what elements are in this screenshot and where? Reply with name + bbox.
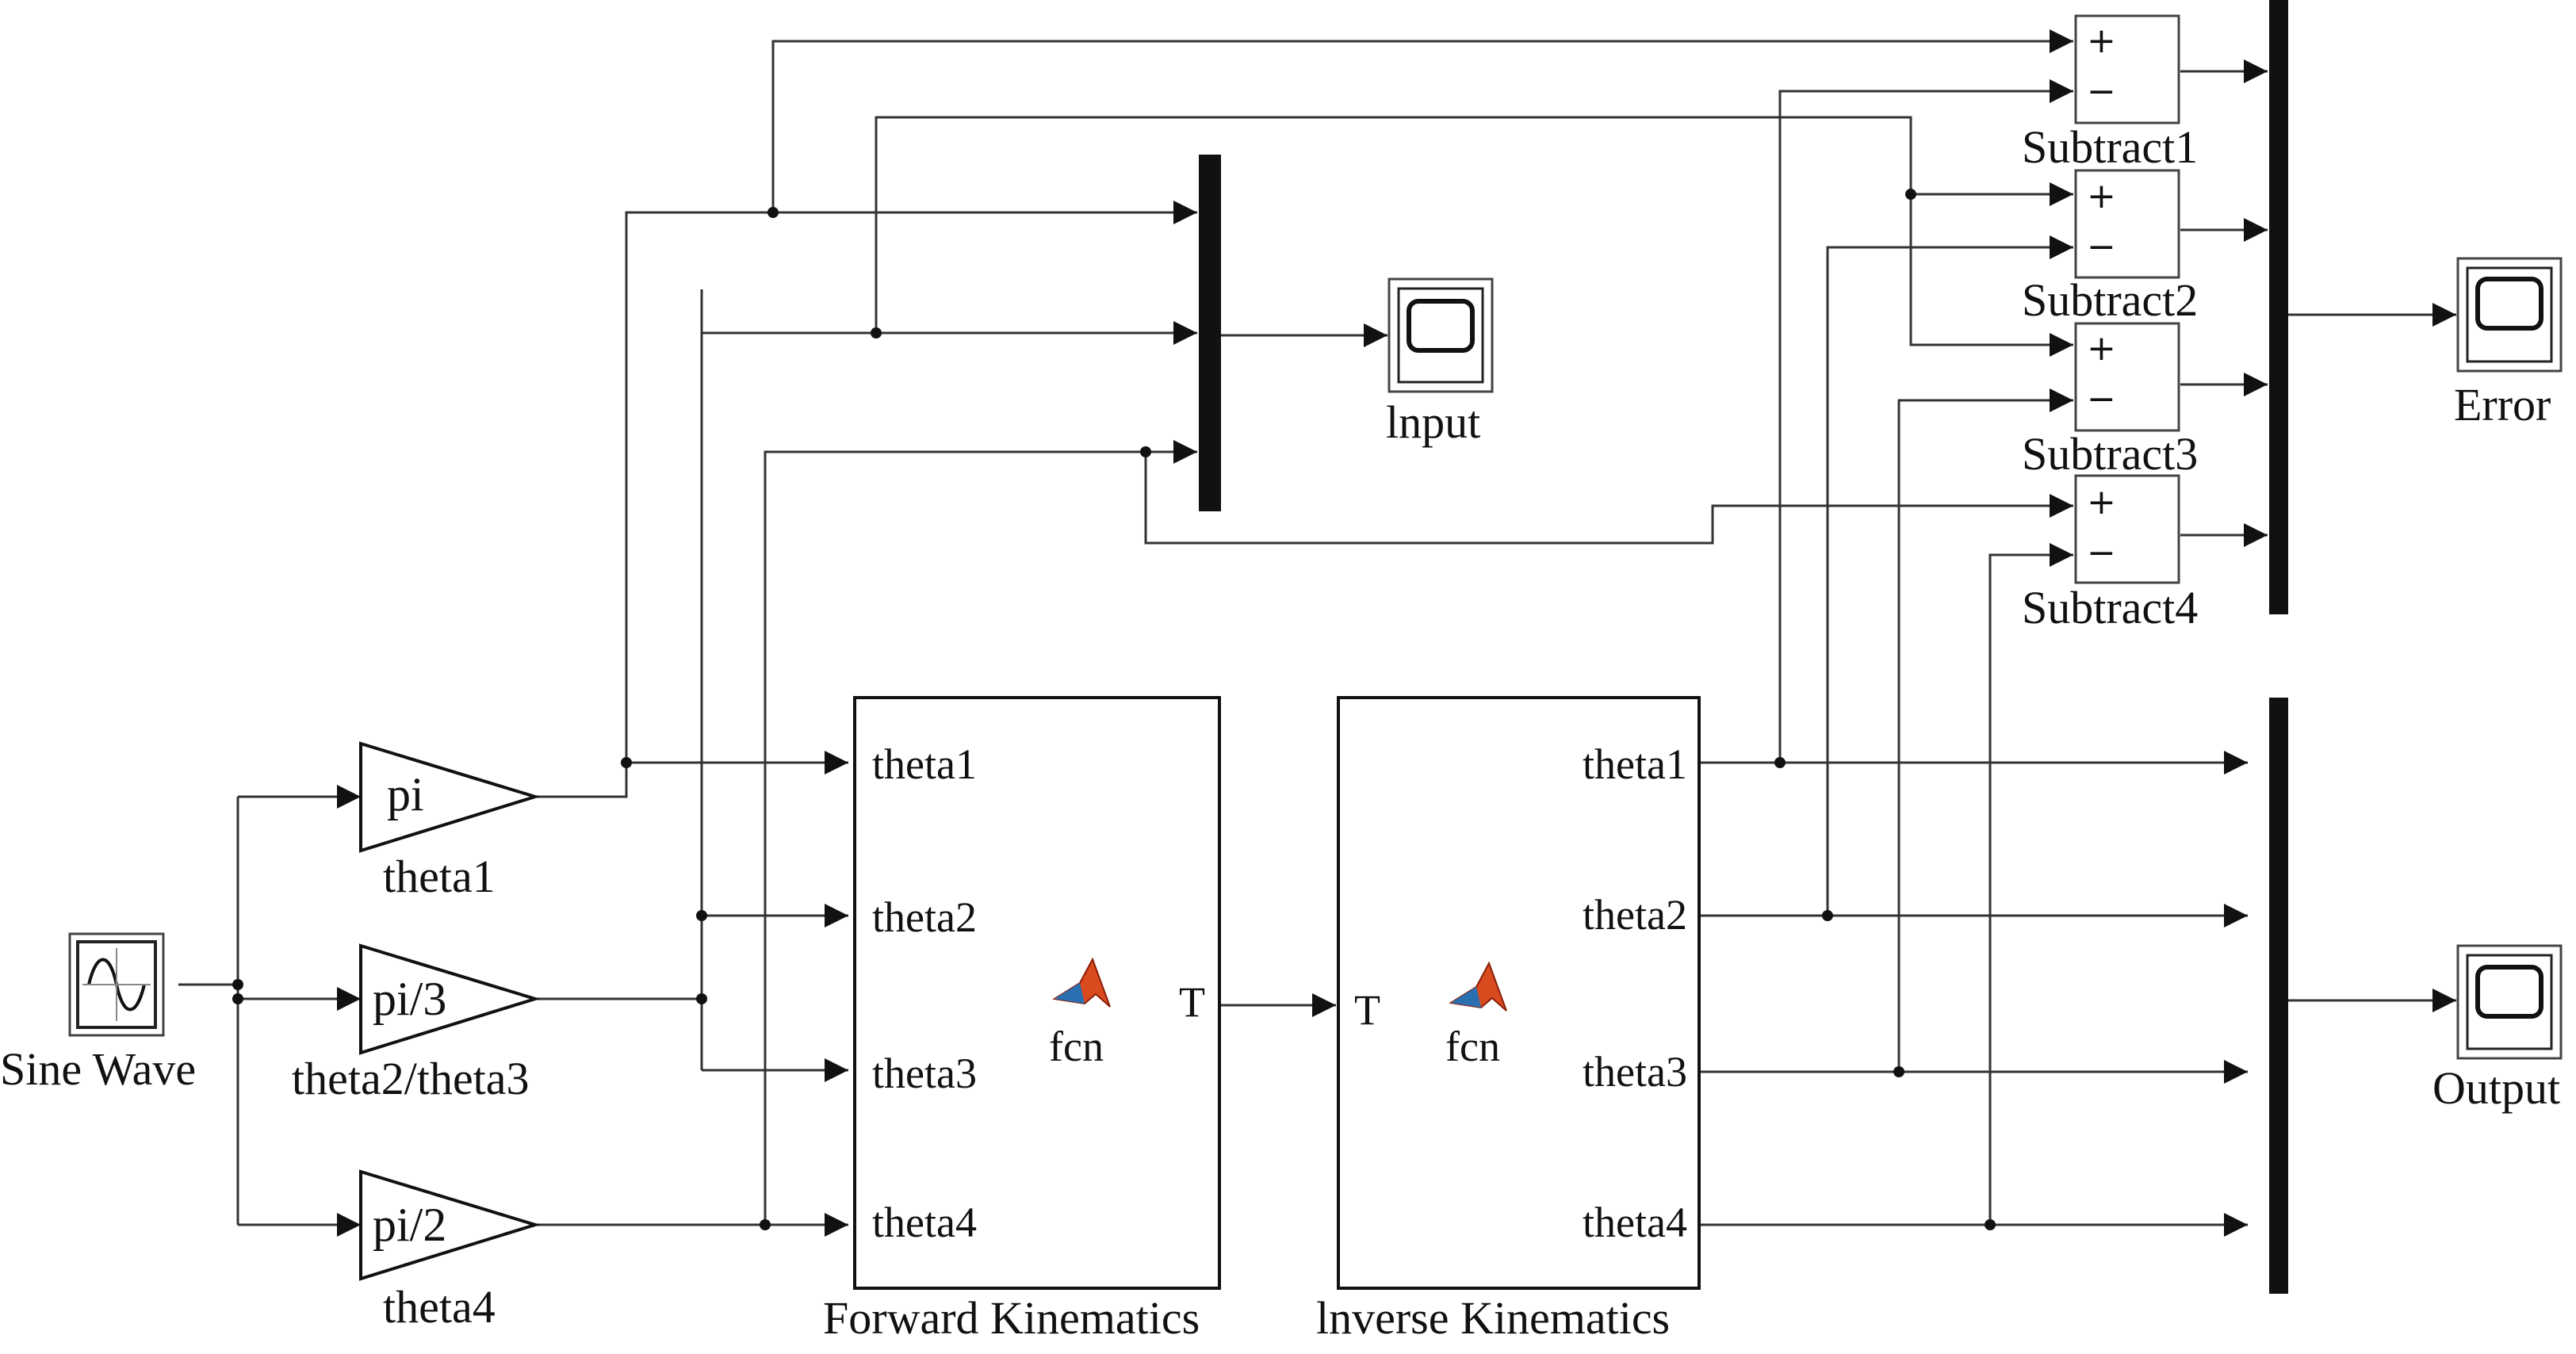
subtract4-label: Subtract4 (2022, 582, 2198, 633)
sine-wave-label: Sine Wave (0, 1043, 196, 1095)
subtract2-label: Subtract2 (2022, 274, 2198, 326)
ik-output-theta4: theta4 (1583, 1199, 1687, 1246)
gain-label: theta4 (383, 1281, 496, 1333)
gain-block-theta4[interactable]: pi/2 theta4 (359, 1169, 541, 1333)
fk-input-theta2: theta2 (872, 893, 977, 941)
subtract3-block[interactable]: + − Subtract3 (2022, 322, 2198, 480)
branch-dot (696, 993, 707, 1004)
branch-dot (1985, 1219, 1996, 1230)
fk-output-T: T (1179, 978, 1205, 1026)
forward-kinematics-block[interactable]: theta1 theta2 theta3 theta4 T fcn Forwar… (823, 696, 1221, 1344)
plus-sign: + (2087, 21, 2116, 61)
fk-input-theta3: theta3 (872, 1050, 977, 1097)
branch-dot (232, 979, 243, 990)
ik-output-theta3: theta3 (1583, 1048, 1687, 1096)
branch-dot (1893, 1066, 1904, 1077)
wire-theta4-mux (764, 440, 1197, 1225)
branch-points (232, 189, 1996, 1230)
input-scope-block[interactable]: lnput (1386, 277, 1494, 448)
fk-block-label: Forward Kinematics (823, 1292, 1200, 1344)
output-scope-block[interactable]: Output (2432, 944, 2563, 1114)
wire-ik2-sub2 (1826, 235, 2073, 916)
wire-ik4-sub4 (1988, 543, 2073, 1225)
branch-dot (621, 757, 632, 768)
subtract4-block[interactable]: + − Subtract4 (2022, 474, 2198, 633)
branch-dot (696, 910, 707, 921)
fk-fcn-label: fcn (1049, 1023, 1104, 1070)
minus-sign: − (2087, 71, 2116, 112)
scope-screen-icon (1407, 299, 1475, 353)
matlab-logo-icon (1052, 957, 1111, 1008)
gain-value: pi/3 (373, 973, 446, 1025)
matlab-logo-icon (1449, 961, 1507, 1012)
scope-screen-icon (2475, 277, 2543, 331)
ik-output-theta2: theta2 (1583, 891, 1687, 939)
output-mux-block[interactable] (2269, 698, 2288, 1294)
branch-dot (871, 327, 882, 338)
subtract2-block[interactable]: + − Subtract2 (2022, 169, 2198, 326)
wire-theta1-fk (535, 751, 848, 798)
gain-value: pi (387, 768, 424, 820)
branch-dot (1905, 189, 1916, 200)
subtract1-label: Subtract1 (2022, 121, 2198, 173)
minus-sign: − (2087, 379, 2116, 419)
wire-theta1-mux (625, 201, 1197, 763)
input-scope-label: lnput (1386, 396, 1480, 448)
plus-sign: + (2087, 328, 2116, 369)
plus-sign: + (2087, 176, 2116, 216)
input-mux-block[interactable] (1199, 155, 1221, 511)
error-mux-block[interactable] (2269, 0, 2288, 614)
ik-output-theta1: theta1 (1583, 740, 1687, 788)
wire-ik1-sub1 (1778, 79, 2073, 763)
minus-sign: − (2087, 227, 2116, 267)
ik-fcn-label: fcn (1445, 1023, 1500, 1070)
ik-input-T: T (1354, 986, 1380, 1034)
output-scope-label: Output (2432, 1062, 2560, 1114)
branch-dot (760, 1219, 771, 1230)
ik-block-label: lnverse Kinematics (1316, 1292, 1670, 1344)
wire-theta3-sub3 (875, 116, 2073, 357)
wire-theta4-sub4 (1144, 452, 2073, 545)
fk-input-theta1: theta1 (872, 740, 977, 788)
gain-value: pi/2 (373, 1199, 446, 1251)
branch-dot (1140, 446, 1151, 457)
branch-dot (1774, 757, 1786, 768)
sine-wave-block[interactable]: Sine Wave (0, 932, 196, 1095)
scope-screen-icon (2475, 965, 2543, 1019)
fk-input-theta4: theta4 (872, 1199, 977, 1246)
wire-theta1-sub1 (771, 29, 2073, 212)
gain-block-theta1[interactable]: pi theta1 (359, 741, 541, 902)
subtract1-block[interactable]: + − Subtract1 (2022, 14, 2198, 173)
subtract3-label: Subtract3 (2022, 428, 2198, 480)
branch-dot (767, 207, 779, 218)
gain-label: theta1 (383, 851, 496, 902)
gain-block-theta23[interactable]: pi/3 theta2/theta3 (292, 943, 541, 1104)
gain-label: theta2/theta3 (292, 1053, 530, 1104)
error-scope-block[interactable]: Error (2454, 257, 2563, 430)
error-scope-label: Error (2454, 379, 2551, 430)
branch-dot (1822, 910, 1833, 921)
branch-dot (232, 993, 243, 1004)
plus-sign: + (2087, 482, 2116, 522)
signal-lines (178, 29, 2456, 1237)
minus-sign: − (2087, 533, 2116, 573)
inverse-kinematics-block[interactable]: T theta1 theta2 theta3 theta4 fcn lnvers… (1316, 696, 1701, 1344)
wire-ik3-sub3 (1897, 388, 2073, 1072)
